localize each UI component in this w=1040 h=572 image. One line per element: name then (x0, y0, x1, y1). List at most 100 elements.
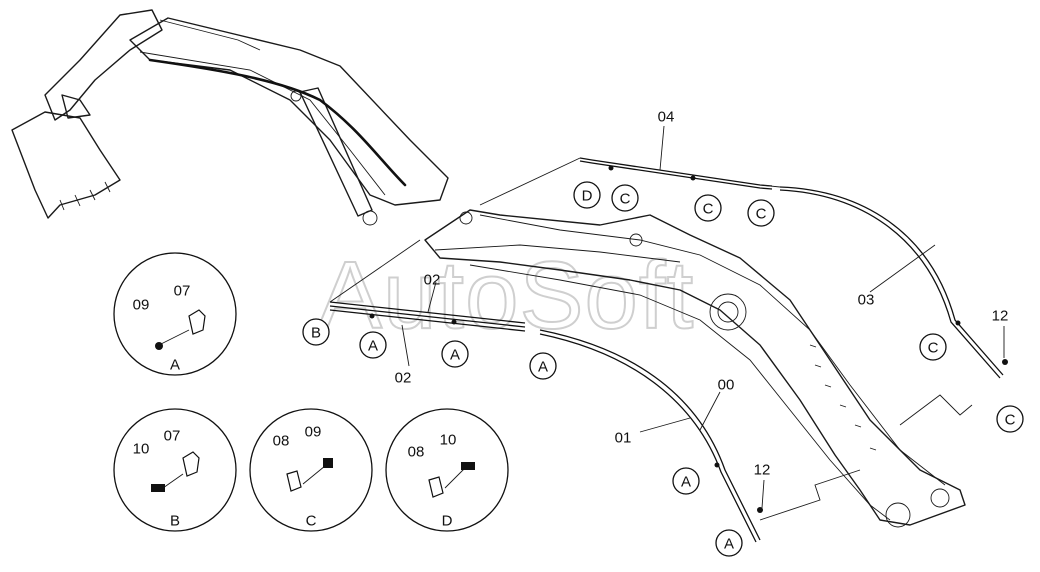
bolt-part (323, 458, 333, 468)
clamp-dot (714, 462, 720, 468)
hose-02a (329, 301, 526, 324)
callout-circle (359, 331, 387, 359)
overview-pin-2 (362, 210, 378, 226)
hose-00 (539, 329, 761, 541)
callout-letter: C (703, 201, 714, 218)
overview-boom-edge (139, 51, 386, 196)
callout-letter: A (681, 474, 691, 491)
hoses (329, 125, 1008, 543)
boom-top-pin-2 (629, 233, 643, 247)
callout-a: A (715, 529, 743, 557)
detail-part-number: 10 (133, 441, 150, 458)
part-number-label: 00 (718, 377, 735, 394)
callout-circle (694, 194, 722, 222)
overview-bucket (11, 111, 121, 219)
part-number-label: 02 (395, 370, 412, 387)
hose-03 (779, 186, 1004, 376)
clip-part (188, 309, 206, 335)
boom-bracket (434, 244, 681, 263)
bolt-part (151, 484, 165, 492)
callout-letter: C (928, 340, 939, 357)
callout-circle (441, 340, 469, 368)
detail-circle (249, 408, 373, 532)
overview-arm (44, 9, 163, 121)
part-number-label: 03 (858, 292, 875, 309)
boom-pin-inner (717, 301, 739, 323)
detail-part-number: 10 (440, 432, 457, 449)
leader-03-end (899, 394, 973, 426)
clamp-dot (1002, 359, 1008, 365)
detail-letter: C (306, 513, 317, 530)
clip-part (428, 476, 444, 498)
detail-letter: D (442, 513, 453, 530)
detail-letter: A (170, 357, 180, 374)
boom-inner-line (469, 264, 891, 521)
label-leaders (401, 125, 1005, 509)
overview-hose (148, 58, 407, 187)
callout-circle (715, 529, 743, 557)
callout-circle (529, 352, 557, 380)
bolt-part (461, 462, 475, 470)
bolt-leader (160, 329, 190, 345)
callout-letter: B (311, 325, 321, 342)
callout-circle (919, 333, 947, 361)
detail-part-number: 09 (305, 424, 322, 441)
callout-letter: A (450, 347, 460, 364)
callout-a: A (359, 331, 387, 359)
hose-03b (779, 189, 1001, 379)
hose-02b (329, 305, 526, 328)
excavator-overview (11, 9, 449, 226)
bolt-leader (162, 473, 184, 489)
detail-part-number: 07 (164, 428, 181, 445)
clip-part (182, 451, 200, 477)
overview-link (61, 94, 91, 119)
clamp-dot (369, 313, 375, 319)
part-number-label: 01 (615, 430, 632, 447)
clamp-dot (690, 175, 696, 181)
callout-a: A (529, 352, 557, 380)
detail-circle (385, 408, 509, 532)
detail-part-number: 08 (273, 433, 290, 450)
callout-letter: A (368, 338, 378, 355)
bolt-part (155, 342, 163, 350)
detail-letter: B (170, 513, 180, 530)
overview-boom-cylinder (299, 87, 373, 217)
hose-04b (579, 160, 773, 190)
clamp-dot (955, 320, 961, 326)
callout-circle (672, 467, 700, 495)
clamp-dot (757, 507, 763, 513)
leader-02 (329, 239, 421, 303)
overview-bucket-teeth (59, 181, 111, 211)
boom-top-pin (459, 211, 473, 225)
callout-c: C (694, 194, 722, 222)
callout-circle (611, 184, 639, 212)
overview-arm-cyl (159, 19, 261, 51)
clip-part (286, 470, 302, 492)
part-number-label: 12 (992, 308, 1009, 325)
callout-letter: A (538, 359, 548, 376)
leader-04 (479, 157, 781, 206)
callout-a: A (441, 340, 469, 368)
watermark: AutoSoft (318, 242, 694, 349)
hose-02c (329, 309, 526, 332)
callout-c: C (611, 184, 639, 212)
detail-part-number: 07 (174, 283, 191, 300)
detail-circle (113, 408, 237, 532)
detail-c: 08 09C (249, 408, 373, 532)
boom-outline (424, 209, 966, 526)
detail-b: 10 07B (113, 408, 237, 532)
clamp-dot (608, 165, 614, 171)
leader-01-end (759, 469, 861, 521)
boom-pin-hole (709, 293, 747, 331)
hose-01 (539, 333, 757, 543)
callout-b: B (302, 318, 330, 346)
callout-letter: A (724, 536, 734, 553)
bolt-leader (302, 465, 326, 485)
callout-c: C (919, 333, 947, 361)
part-number-label: 02 (424, 272, 441, 289)
main-boom (424, 209, 966, 528)
